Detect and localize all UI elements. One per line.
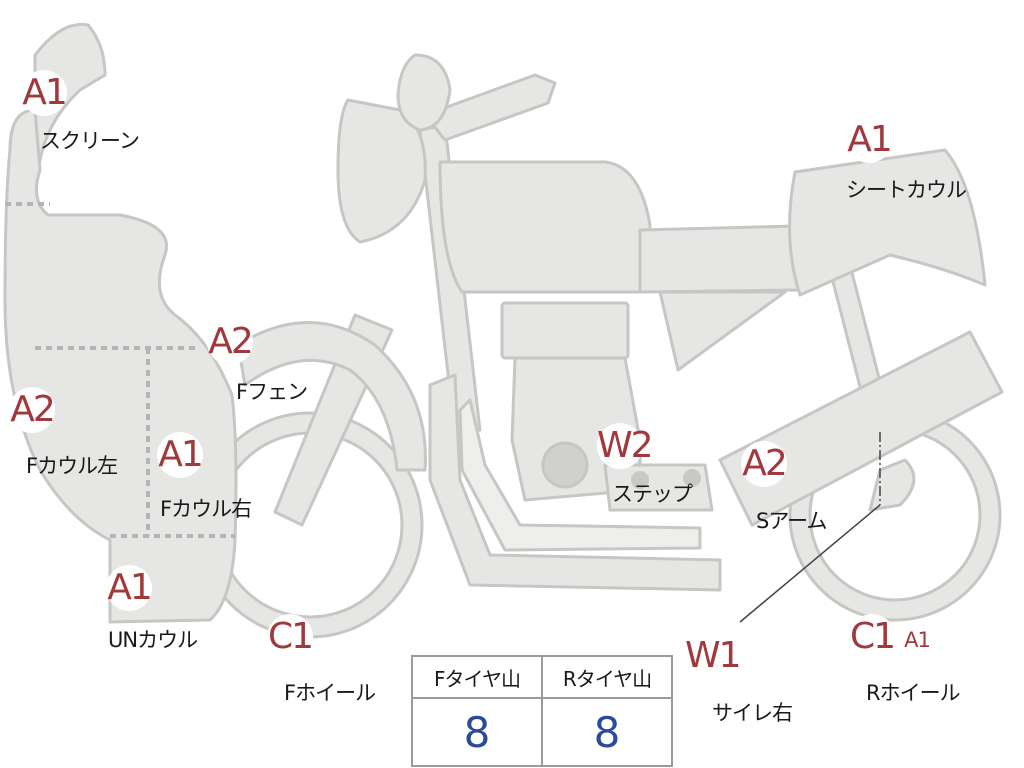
f-cowl-left-grade-badge[interactable]: A2 — [9, 387, 56, 433]
swing-arm — [718, 330, 1004, 527]
tire-tread-table: Fタイヤ山 Rタイヤ山 8 8 — [411, 655, 673, 767]
screen-grade-badge[interactable]: A1 — [21, 70, 68, 116]
f-cowl-left-label: Fカウル左 — [26, 454, 118, 478]
handlebar — [423, 73, 557, 142]
front-cowl — [3, 108, 238, 624]
under-cowl-label: UNカウル — [108, 628, 198, 652]
f-fender-grade-badge[interactable]: A2 — [207, 319, 254, 365]
silencer-right-label: サイレ右 — [712, 701, 793, 725]
r-wheel-label: Rホイール — [866, 681, 961, 705]
seat — [638, 224, 804, 294]
f-wheel-label: Fホイール — [284, 681, 376, 705]
under-cowl-grade-badge[interactable]: A1 — [106, 565, 153, 611]
r-wheel-grade2-badge[interactable]: A1 — [902, 625, 932, 655]
f-cowl-right-label: Fカウル右 — [160, 497, 252, 521]
silencer-right-grade-badge[interactable]: W1 — [685, 633, 742, 679]
front-tire-tread-header: Fタイヤ山 — [411, 655, 543, 699]
step-label: ステップ — [612, 482, 693, 506]
rear-tire-tread-header: Rタイヤ山 — [541, 655, 673, 699]
silencer-leader — [739, 504, 881, 623]
screen-shape — [33, 22, 107, 177]
step-peg-1 — [631, 471, 649, 489]
front-fender — [236, 321, 427, 472]
headlight — [336, 98, 427, 244]
engine-top — [500, 301, 630, 360]
step-grade-badge[interactable]: W2 — [597, 423, 654, 469]
mirror — [396, 53, 452, 132]
f-cowl-right-grade-badge[interactable]: A1 — [157, 432, 204, 478]
swing-arm-label: Sアーム — [756, 509, 827, 533]
seat-cowl-grade-badge[interactable]: A1 — [846, 117, 893, 163]
swing-arm-grade-badge[interactable]: A2 — [741, 441, 788, 487]
seat-cowl-label: シートカウル — [846, 178, 967, 202]
front-tire-tread-value[interactable]: 8 — [411, 697, 543, 767]
chain-guard — [868, 458, 916, 512]
f-wheel-grade-badge[interactable]: C1 — [267, 614, 314, 660]
step-peg-2 — [683, 469, 701, 487]
rear-tire-tread-value[interactable]: 8 — [541, 697, 673, 767]
side-panel — [658, 290, 787, 372]
engine-cover — [541, 441, 589, 489]
exhaust-pipe-inner — [458, 398, 702, 552]
screen-label: スクリーン — [40, 129, 140, 153]
f-fender-label: Fフェン — [236, 380, 308, 404]
exhaust-pipe-outer — [428, 373, 722, 592]
fuel-tank — [438, 160, 652, 294]
seat-cowl — [788, 148, 987, 297]
r-wheel-grade-badge[interactable]: C1 — [849, 614, 896, 660]
